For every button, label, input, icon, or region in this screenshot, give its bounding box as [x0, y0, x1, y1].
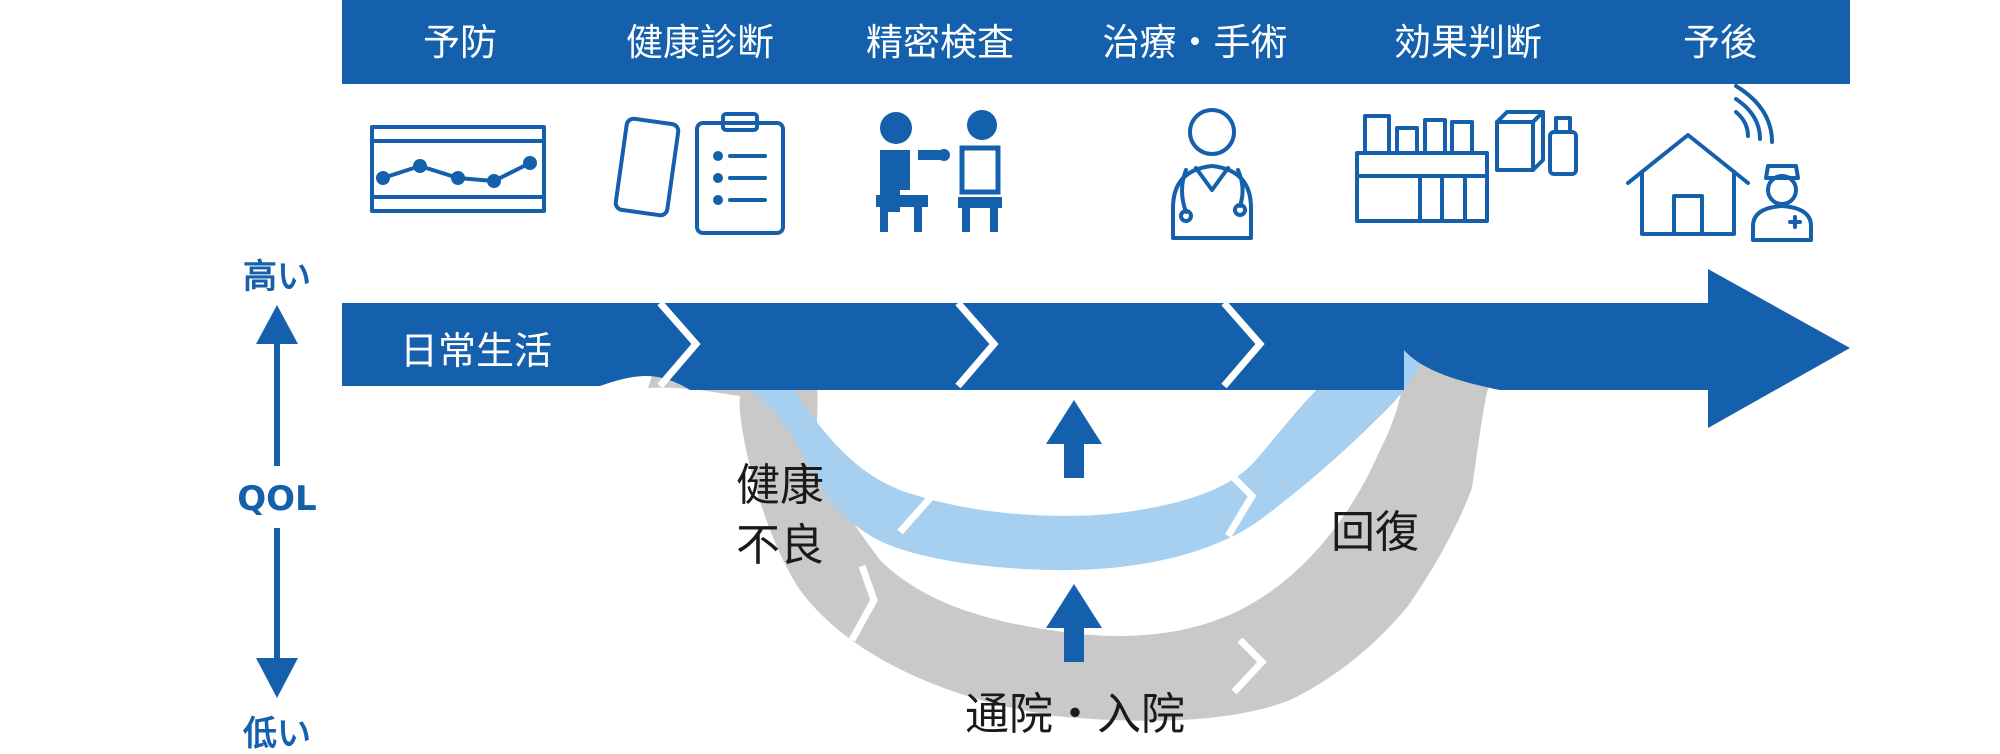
- blue-band-separator: [897, 454, 937, 535]
- axis-up-arrowhead: [256, 305, 298, 344]
- axis-down-arrowhead: [256, 658, 298, 698]
- qol-high-label: 高い: [243, 257, 311, 297]
- lab-analyzer-icon: [1355, 110, 1578, 223]
- axis-upper-line: [274, 342, 280, 466]
- arrow-chevron: [955, 300, 999, 389]
- stage-label-treatment-surgery: 治療・手術: [1103, 21, 1288, 64]
- smartphone-clipboard-icon: [613, 112, 785, 235]
- stage-header-bar: [342, 0, 1850, 84]
- hospital-visit-label: 通院・入院: [965, 689, 1185, 740]
- stage-label-prevention: 予防: [423, 21, 497, 64]
- stage-label-detailed-exam: 精密検査: [866, 21, 1014, 64]
- poor-health-label-line2: 不良: [736, 520, 824, 571]
- daily-life-label: 日常生活: [400, 329, 552, 373]
- qol-low-label: 低い: [243, 714, 311, 754]
- home-care-icon: [1626, 84, 1813, 242]
- improvement-up-arrow: [1046, 584, 1102, 662]
- blue-band-separator: [1217, 461, 1257, 538]
- consultation-icon: [876, 110, 1002, 232]
- daily-life-arrow: [342, 269, 1850, 428]
- recovery-label: 回復: [1331, 507, 1419, 558]
- gray-band-separator: [1231, 637, 1267, 695]
- doctor-stethoscope-icon: [1171, 108, 1253, 240]
- arrow-chevron: [1221, 300, 1265, 389]
- stage-label-effect-evaluation: 効果判断: [1394, 21, 1542, 64]
- stage-label-prognosis: 予後: [1683, 21, 1757, 64]
- recovering-band: [668, 314, 1428, 571]
- gray-band-separator: [848, 564, 878, 642]
- stage-label-health-check: 健康診断: [626, 21, 774, 64]
- axis-lower-line: [274, 528, 280, 660]
- qol-axis-label: QOL: [237, 479, 316, 519]
- line-chart-monitor-icon: [370, 125, 546, 213]
- poor-health-label-line1: 健康: [736, 460, 824, 511]
- recovery-up-arrow: [1046, 400, 1102, 478]
- arrow-chevron: [657, 300, 701, 389]
